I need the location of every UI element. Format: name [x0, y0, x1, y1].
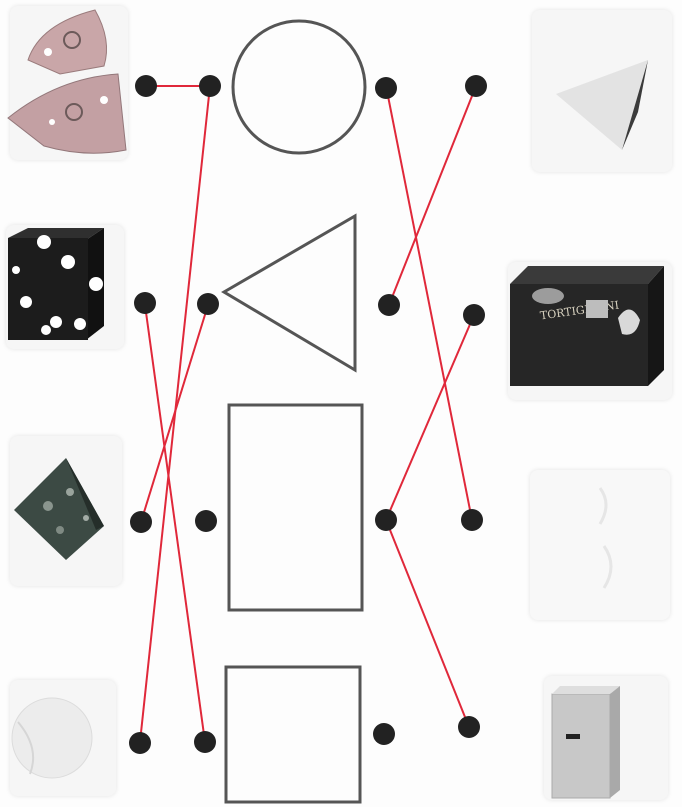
connection-dots	[129, 75, 487, 754]
dot-right-shape-1[interactable]	[375, 77, 397, 99]
shape-triangle	[224, 216, 355, 370]
right-card-cone-pieces	[532, 10, 672, 172]
right-card-rectangular-box	[544, 676, 668, 800]
connection-line	[386, 520, 469, 727]
dot-left-object-2[interactable]	[134, 292, 156, 314]
dot-left-shape-3[interactable]	[195, 510, 217, 532]
connection-line	[386, 315, 474, 520]
left-card-pyramid-stone	[10, 436, 122, 586]
left-card-cone-pieces	[8, 6, 128, 160]
dot-right-object-1[interactable]	[465, 75, 487, 97]
connection-lines	[140, 86, 476, 742]
dot-left-shape-4[interactable]	[194, 731, 216, 753]
right-card-pasta-box: TORTIGLIONI	[508, 262, 672, 400]
right-card-cylinders	[530, 470, 670, 620]
dot-right-object-2[interactable]	[463, 304, 485, 326]
connection-line	[141, 305, 208, 522]
dot-left-shape-1[interactable]	[199, 75, 221, 97]
dot-left-object-4[interactable]	[129, 732, 151, 754]
shape-square	[226, 667, 360, 802]
shape-rectangle	[229, 405, 362, 610]
left-card-die	[6, 225, 124, 349]
dot-left-shape-2[interactable]	[197, 293, 219, 315]
dot-left-object-1[interactable]	[135, 75, 157, 97]
dot-right-shape-3[interactable]	[375, 509, 397, 531]
dot-left-object-3[interactable]	[130, 511, 152, 533]
dot-right-object-4[interactable]	[458, 716, 480, 738]
shape-circle	[233, 21, 365, 153]
left-card-ball	[10, 680, 116, 796]
dot-right-shape-4[interactable]	[373, 723, 395, 745]
dot-right-object-3[interactable]	[461, 509, 483, 531]
connection-line	[389, 86, 476, 305]
dot-right-shape-2[interactable]	[378, 294, 400, 316]
